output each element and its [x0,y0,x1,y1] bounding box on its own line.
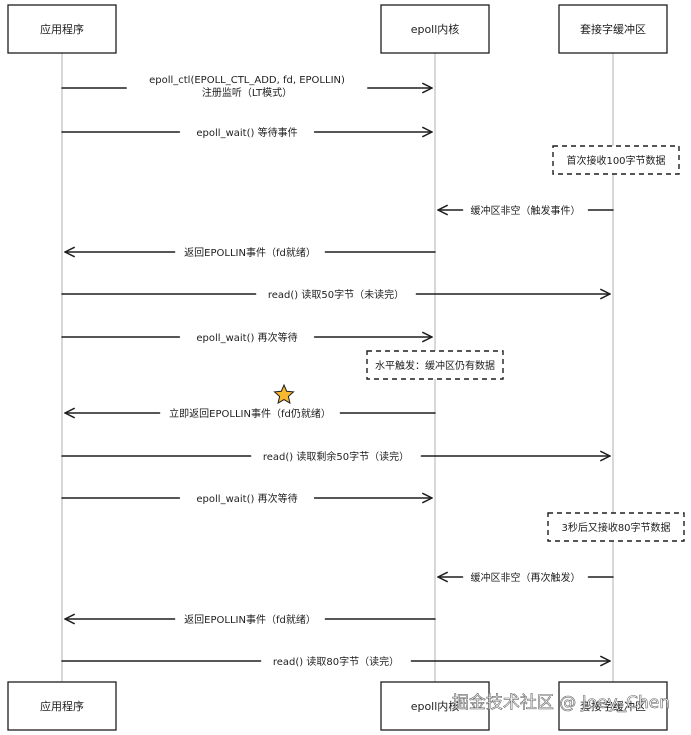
participant-buffer-bottom: 套接字缓冲区 [558,681,668,731]
message-arrow: read() 读取80字节（读完） [61,655,611,668]
note-box: 3秒后又接收80字节数据 [547,512,685,542]
note-box: 首次接收100字节数据 [552,145,680,175]
participant-epoll-top: epoll内核 [380,4,490,54]
participant-label: epoll内核 [411,699,460,713]
message-label: epoll_wait() 再次等待 [196,331,297,344]
message-label: 返回EPOLLIN事件（fd就绪） [184,246,316,259]
note-text: 水平触发：缓冲区仍有数据 [375,359,495,372]
message-arrow: epoll_ctl(EPOLL_CTL_ADD, fd, EPOLLIN)注册监… [61,75,433,99]
participant-epoll-bottom: epoll内核 [380,681,490,731]
message-label: 缓冲区非空（触发事件） [471,204,581,217]
message-label: read() 读取80字节（读完） [273,655,399,668]
participant-label: 应用程序 [40,22,84,36]
message-arrow: 缓冲区非空（触发事件） [437,204,614,217]
message-arrow: 返回EPOLLIN事件（fd就绪） [64,246,436,259]
note-text: 首次接收100字节数据 [566,154,665,167]
message-label: epoll_ctl(EPOLL_CTL_ADD, fd, EPOLLIN) [149,75,345,86]
message-label: 返回EPOLLIN事件（fd就绪） [184,613,316,626]
message-label: 注册监听（LT模式） [202,86,292,99]
participant-app-top: 应用程序 [7,4,117,54]
message-arrow: epoll_wait() 等待事件 [61,126,433,139]
participant-label: 套接字缓冲区 [580,22,646,36]
message-label: read() 读取50字节（未读完） [268,288,404,301]
message-arrow: read() 读取剩余50字节（读完） [61,450,611,463]
note-box: 水平触发：缓冲区仍有数据 [366,350,504,380]
message-label: epoll_wait() 等待事件 [196,126,297,139]
star-icon [273,383,295,405]
message-arrow: epoll_wait() 再次等待 [61,492,433,505]
participant-label: 套接字缓冲区 [580,699,646,713]
message-label: read() 读取剩余50字节（读完） [263,450,409,463]
participant-label: epoll内核 [411,22,460,36]
watermark-text: 掘金技术社区 @ Joey_Chen [452,693,670,713]
participant-label: 应用程序 [40,699,84,713]
message-arrow: 立即返回EPOLLIN事件（fd仍就绪） [64,407,436,420]
message-label: epoll_wait() 再次等待 [196,492,297,505]
message-arrow: read() 读取50字节（未读完） [61,288,611,301]
note-text: 3秒后又接收80字节数据 [561,521,670,534]
message-arrow: 返回EPOLLIN事件（fd就绪） [64,613,436,626]
participant-buffer-top: 套接字缓冲区 [558,4,668,54]
message-arrow: epoll_wait() 再次等待 [61,331,433,344]
participant-app-bottom: 应用程序 [7,681,117,731]
message-label: 缓冲区非空（再次触发） [471,571,581,584]
message-arrow: 缓冲区非空（再次触发） [437,571,614,584]
message-label: 立即返回EPOLLIN事件（fd仍就绪） [169,407,331,420]
